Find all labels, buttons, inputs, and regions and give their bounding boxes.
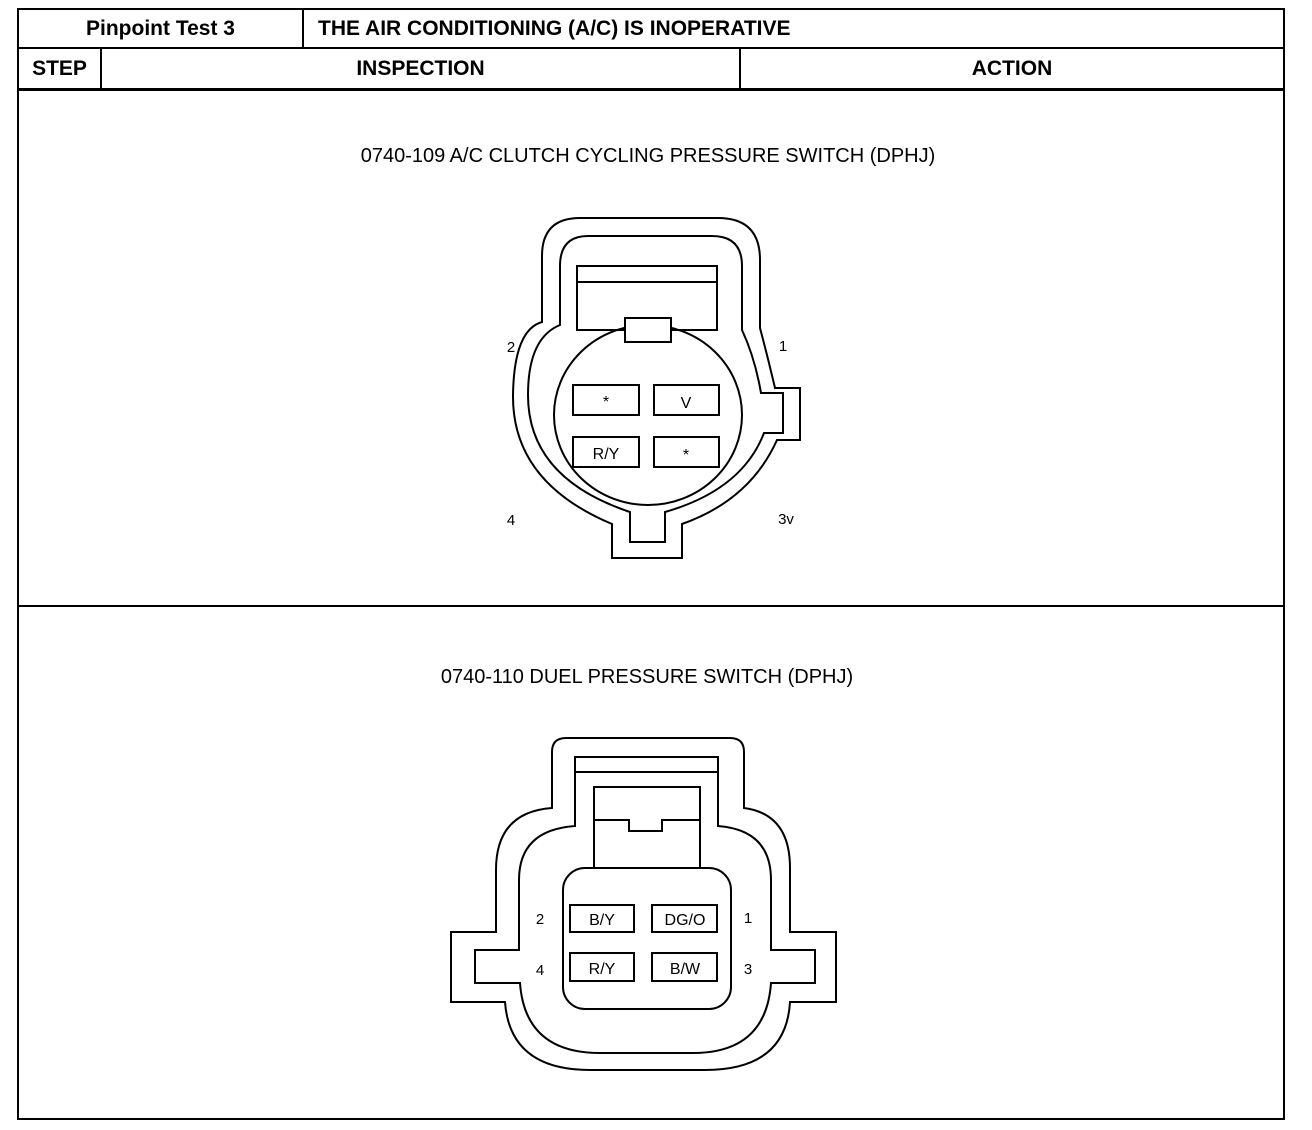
connector-2: 0740-110 DUEL PRESSURE SWITCH (DPHJ) B/Y…	[441, 666, 853, 1071]
connector-2-cavity-bottom-right-label: B/W	[670, 961, 701, 978]
connector-2-cavity-bottom-left	[569, 952, 635, 982]
connector-2-face	[562, 867, 732, 1010]
connector-2-pin-4-label: 4	[536, 962, 544, 979]
connector-1-cavity-top-right	[653, 384, 720, 416]
connector-2-inner-housing	[474, 756, 816, 1054]
header-row: Pinpoint Test 3 THE AIR CONDITIONING (A/…	[19, 10, 1283, 49]
pinpoint-test-table: Pinpoint Test 3 THE AIR CONDITIONING (A/…	[17, 8, 1285, 1120]
connector-1-inner-housing	[526, 235, 784, 543]
connector-1-pin-4-label: 4	[507, 512, 515, 529]
connector-2-cavity-bottom-left-label: R/Y	[589, 961, 616, 978]
column-header-row: STEP INSPECTION ACTION	[19, 49, 1283, 91]
connector-1-outer-housing	[511, 217, 801, 559]
connector-2-cavity-top-right	[651, 904, 718, 933]
step-column-header: STEP	[19, 49, 102, 88]
connector-2-cavity-top-left	[569, 904, 635, 933]
connector-1-pin-3-label: 3v	[778, 511, 794, 528]
connector-1-cavity-bottom-left-label: R/Y	[593, 446, 620, 463]
connector-2-cavity-top-left-label: B/Y	[589, 912, 615, 929]
connector-1-pin-2-label: 2	[507, 339, 515, 356]
connector-1-cavity-bottom-right	[653, 436, 720, 468]
connector-2-pin-3-label: 3	[744, 961, 752, 978]
connector-2-pin-2-label: 2	[536, 911, 544, 928]
connector-1-cavity-top-right-label: V	[681, 395, 692, 412]
connector-1-cavity-top-left	[572, 384, 640, 416]
connector-1-key	[624, 317, 672, 343]
connector-1-caption: 0740-109 A/C CLUTCH CYCLING PRESSURE SWI…	[361, 145, 936, 167]
connector-2-cavity-bottom-right	[651, 952, 718, 982]
inspection-column-header: INSPECTION	[102, 49, 741, 88]
connector-1: 0740-109 A/C CLUTCH CYCLING PRESSURE SWI…	[361, 145, 936, 559]
connector-2-pin-1-label: 1	[744, 910, 752, 927]
connector-2-cavity-top-right-label: DG/O	[665, 912, 706, 929]
connector-1-cavity-top-left-label: *	[603, 394, 609, 411]
connector-2-caption: 0740-110 DUEL PRESSURE SWITCH (DPHJ)	[441, 666, 853, 688]
section-divider	[19, 605, 1283, 607]
test-name-cell: Pinpoint Test 3	[19, 10, 304, 47]
connector-2-latch	[593, 786, 701, 868]
action-column-header: ACTION	[971, 56, 1053, 80]
test-title-cell: THE AIR CONDITIONING (A/C) IS INOPERATIV…	[318, 16, 791, 40]
connector-1-cavity-bottom-right-label: *	[683, 447, 689, 464]
connector-1-cavity-bottom-left	[572, 436, 640, 468]
connector-2-outer-housing	[450, 737, 837, 1071]
connector-1-latch-top	[576, 265, 718, 283]
connector-1-pin-1-label: 1	[779, 338, 787, 355]
